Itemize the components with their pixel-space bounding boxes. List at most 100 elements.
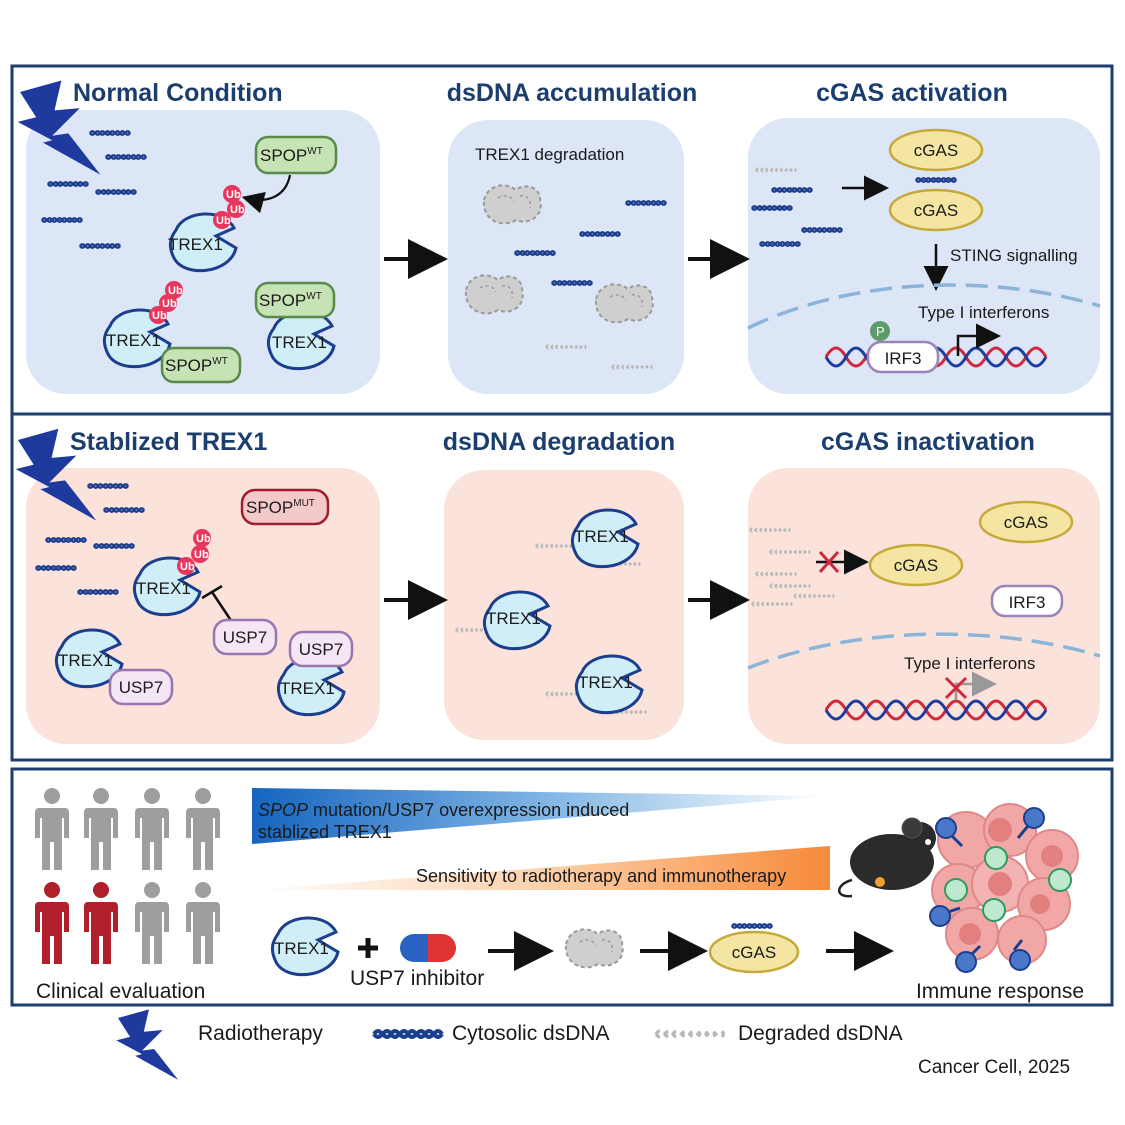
middle-frame (10, 412, 1114, 762)
patient-grey-icon (186, 882, 220, 964)
trex1-usp7-left: TREX1 (54, 628, 124, 689)
legend-degraded: Degraded dsDNA (738, 1022, 903, 1045)
plus-icon (358, 938, 378, 958)
nuclear-membrane (747, 632, 1101, 670)
degraded-trex1 (564, 928, 624, 969)
cgas-top: cGAS (888, 128, 984, 172)
panel-activation (748, 118, 1100, 394)
svg-text:Ub: Ub (180, 561, 195, 573)
title-activation: cGAS activation (816, 79, 1008, 107)
irf3-phospho: IRF3 P (866, 321, 940, 374)
svg-text:TREX1: TREX1 (106, 331, 161, 350)
spop-wt-box: SPOPWT (254, 281, 336, 319)
bound-dsdna (914, 177, 958, 183)
degraded-dsdna-icon (654, 1029, 726, 1039)
spop-wt-box: SPOPWT (254, 135, 338, 175)
wedge-label-1: SPOP mutation/USP7 overexpression induce… (258, 800, 629, 820)
trex1-ub-top: TREX1 (168, 212, 238, 273)
patient-grey-icon (135, 788, 169, 870)
patient-red-icon (84, 882, 118, 964)
bottom-frame (10, 767, 1114, 1007)
svg-text:TREX1: TREX1 (274, 939, 329, 958)
trex1-active: TREX1 (482, 590, 552, 651)
tumor-immune-cluster (929, 803, 1079, 973)
svg-text:cGAS: cGAS (1004, 513, 1048, 532)
ub-tags-bottom: Ub Ub Ub (149, 281, 183, 324)
spop-label: SPOP (260, 146, 307, 165)
trex1-usp7-right: TREX1 (276, 656, 346, 717)
svg-text:USP7: USP7 (223, 628, 267, 647)
blocked-transcription-arrow (954, 671, 997, 700)
stabilized-wedge (252, 788, 830, 844)
title-normal: Normal Condition (73, 79, 283, 107)
lightning-icon (116, 1009, 179, 1080)
nuclear-membrane (747, 283, 1101, 330)
svg-text:Ub: Ub (152, 310, 167, 322)
svg-text:USP7: USP7 (299, 640, 343, 659)
patient-grey-icon (186, 788, 220, 870)
interferon-label: Type I interferons (904, 654, 1035, 673)
ubiquitination-arrow (241, 174, 292, 214)
svg-text:SPOPWT: SPOPWT (165, 356, 228, 375)
citation: Cancer Cell, 2025 (918, 1057, 1070, 1078)
svg-text:TREX1: TREX1 (574, 527, 629, 546)
transcription-arrow (956, 323, 1001, 356)
usp7-box: USP7 (288, 630, 354, 668)
svg-text:Ub: Ub (168, 285, 183, 297)
patient-grey-icon (135, 882, 169, 964)
svg-text:TREX1: TREX1 (136, 579, 191, 598)
svg-text:IRF3: IRF3 (885, 349, 922, 368)
spop-wt-box: SPOPWT (160, 346, 242, 384)
svg-text:TREX1: TREX1 (272, 333, 327, 352)
spop-mut-box: SPOPMUT (240, 488, 330, 526)
svg-text:TREX1: TREX1 (486, 609, 541, 628)
svg-text:Ub: Ub (216, 215, 231, 227)
cytosolic-dsdna-icon (374, 1031, 442, 1037)
inhibitor-label: USP7 inhibitor (350, 967, 484, 990)
trex1-spop-complex: TREX1 (102, 308, 172, 369)
mouse-icon (838, 817, 936, 898)
patient-icons (35, 788, 220, 964)
trex1-degradation-label: TREX1 degradation (475, 145, 624, 164)
cgas-free: cGAS (868, 543, 964, 587)
title-degradation: dsDNA degradation (443, 428, 675, 456)
sensitivity-wedge (252, 846, 830, 890)
patient-grey-icon (35, 788, 69, 870)
trex1-ub-stable: TREX1 (132, 556, 202, 617)
svg-text:SPOPWT: SPOPWT (259, 291, 322, 310)
svg-text:cGAS: cGAS (914, 141, 958, 160)
cgas-bound: cGAS (708, 930, 800, 974)
svg-text:Ub: Ub (230, 204, 245, 216)
svg-text:Ub: Ub (226, 189, 241, 201)
usp7-box: USP7 (108, 668, 174, 706)
trex1-active: TREX1 (574, 654, 644, 715)
svg-text:TREX1: TREX1 (58, 651, 113, 670)
sting-label: STING signalling (950, 246, 1078, 265)
svg-text:cGAS: cGAS (914, 201, 958, 220)
trex1-spop-right: TREX1 (266, 310, 336, 371)
svg-text:SPOPMUT: SPOPMUT (246, 498, 315, 517)
svg-text:USP7: USP7 (119, 678, 163, 697)
svg-text:IRF3: IRF3 (1009, 593, 1046, 612)
trex1-treatment: TREX1 (270, 916, 340, 977)
sensitivity-label: Sensitivity to radiotherapy and immunoth… (416, 866, 786, 886)
patient-grey-icon (84, 788, 118, 870)
svg-text:P: P (876, 324, 885, 339)
svg-text:Ub: Ub (194, 549, 209, 561)
cgas-free: cGAS (978, 500, 1074, 544)
spop-wt-sup: WT (307, 146, 323, 157)
clinical-label: Clinical evaluation (36, 980, 205, 1003)
capsule-icon (400, 934, 456, 962)
wedge-label-2: stablized TREX1 (258, 822, 392, 842)
legend-cytosolic: Cytosolic dsDNA (452, 1022, 610, 1045)
block-x-icon (944, 676, 968, 700)
inhibition-line (201, 584, 234, 623)
immune-label: Immune response (916, 980, 1084, 1003)
cgas-bottom: cGAS (888, 188, 984, 232)
title-stabilized: Stablized TREX1 (70, 428, 267, 456)
title-accumulation: dsDNA accumulation (447, 79, 698, 107)
trex1-active: TREX1 (570, 508, 640, 569)
ub-tags-stable: Ub Ub Ub (177, 529, 211, 575)
svg-text:cGAS: cGAS (894, 556, 938, 575)
